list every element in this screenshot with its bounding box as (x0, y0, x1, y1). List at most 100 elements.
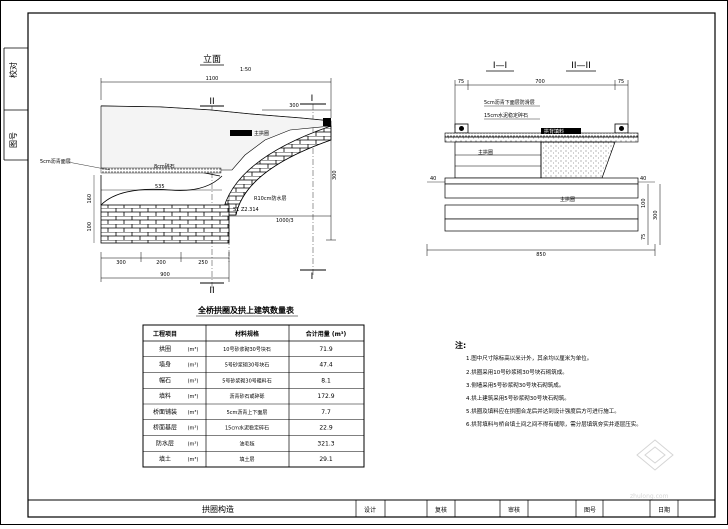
callout-gravel: 8cm碎石 (154, 163, 175, 170)
table-cell-item: 防水层 (156, 439, 174, 447)
callout-asphalt-section: 5cm沥青下面层防滑层 (484, 99, 535, 106)
dim-right-top: 300 (289, 103, 299, 109)
deck-base (444, 136, 639, 143)
table-header-qty: 合计用量 (m³) (306, 330, 347, 338)
dim-bottom-seg-3: 250 (198, 260, 208, 266)
dim-left-h: 160 (87, 194, 93, 204)
table-cell-unit: (m³) (188, 441, 199, 447)
title-review: 审核 (508, 506, 520, 514)
table-cell-qty: 321.3 (317, 440, 334, 447)
table-cell-spec: 5号砂浆砌30号块石 (225, 362, 270, 369)
dim-right-h: 300 (332, 170, 338, 180)
title-block: 拱圈构造 设计 复核 审核 图号 日期 (28, 499, 715, 517)
table-cell-spec: 填土层 (239, 456, 254, 463)
callout-main-arch-tag (230, 130, 252, 136)
table-cell-unit: (m³) (188, 347, 199, 353)
note-3: 3.侧墙采用5号砂浆砌30号块石砌筑成。 (466, 381, 564, 389)
side-label-drawing-no: 图号 (9, 132, 18, 148)
title-drawing-name: 拱圈构造 (202, 504, 234, 514)
section-title-i: I—I (493, 61, 507, 71)
callout-asphalt: 5cm沥青面层 (40, 158, 71, 165)
watermark-logo-icon (636, 439, 674, 471)
table-cell-item: 墙身 (159, 361, 171, 369)
callout-main-arch-right: 主拱圈 (560, 196, 575, 203)
watermark: zhulong.com (630, 439, 674, 500)
title-date: 日期 (658, 506, 670, 514)
dim-section-top: 700 (535, 79, 545, 85)
table-cell-spec: 5号砂浆砌30号粗料石 (222, 377, 272, 384)
title-check: 复核 (435, 506, 447, 514)
dim-arch: 1000/3 (276, 218, 294, 224)
cross-section-view: I—I II—II 75 700 75 5cm沥青下面层防滑层 15cm水泥稳定… (426, 61, 661, 258)
dim-right-40: 40 (640, 176, 646, 182)
section-right-fill (540, 141, 616, 179)
pavement-layer (100, 167, 222, 174)
table-cell-unit: (m³) (188, 363, 199, 369)
dim-right-h-100: 100 (641, 198, 647, 208)
note-5: 5.拱圈及填料应在拱圈合龙后并达到设计强度后方可进行施工。 (466, 407, 620, 415)
table-cell-unit: (m³) (188, 394, 199, 400)
note-4: 4.拱上建筑采用5号砂浆砌30号块石砌筑。 (466, 394, 570, 402)
dim-bottom-seg-1: 300 (116, 260, 126, 266)
abutment-layer-1 (444, 204, 639, 220)
quantity-table: 全桥拱圈及拱上建筑数量表 工程项目 材料规格 合计用量 (m³) 拱圈 (m³) 1… (142, 305, 365, 468)
dim-top: 1100 (206, 76, 219, 82)
callout-cement-gravel: 15cm水泥稳定碎石 (484, 112, 528, 119)
callout-main-arch-left: 主拱圈 (478, 149, 493, 156)
table-title: 全桥拱圈及拱上建筑数量表 (197, 305, 295, 315)
table-cell-item: 拱圈 (159, 345, 171, 353)
table-cell-item: 帽石 (159, 376, 171, 384)
fill-tag (541, 128, 581, 134)
side-stamp: 校对 图号 (3, 47, 28, 161)
watermark-text: zhulong.com (630, 493, 669, 500)
section-mark-ii-top: II (209, 97, 214, 107)
note-6: 6.拱背填料与桥台填土间之间不得有缝隙，需分层填筑夯实并逐层压实。 (466, 420, 642, 428)
table-header-item: 工程项目 (153, 330, 177, 338)
callout-waterproof: R10cm防水层 (254, 195, 286, 202)
table-cell-item: 桥面基层 (153, 424, 177, 432)
dim-left-h2: 100 (87, 222, 93, 232)
dim-span-left: 535 (155, 184, 165, 190)
dim-right-h-75: 75 (641, 234, 647, 240)
callout-elev: S1 Z2.314 (233, 207, 259, 213)
table-cell-qty: 172.9 (317, 393, 334, 400)
table-cell-qty: 8.1 (321, 377, 331, 384)
table-header-spec: 材料规格 (234, 330, 260, 338)
dim-right-h-300: 300 (653, 210, 659, 220)
title-design: 设计 (364, 506, 376, 514)
table-cell-qty: 22.9 (319, 425, 333, 432)
section-mark-i-bottom: I (311, 272, 314, 282)
notes-heading: 注: (455, 340, 466, 350)
dim-left-40: 40 (430, 176, 436, 182)
cap-stone-right (323, 118, 331, 126)
inner-border (27, 12, 716, 518)
table-cell-spec: 5cm沥青上下面层 (227, 409, 268, 416)
dim-side-right: 75 (618, 79, 624, 85)
table-cell-unit: (m³) (188, 378, 199, 384)
table-cell-item: 填料 (159, 392, 171, 400)
table-cell-item: 桥面铺装 (153, 408, 177, 416)
table-cell-item: 填土 (159, 455, 171, 463)
note-2: 2.拱圈采用10号砂浆砌30号块石砌筑成。 (466, 368, 568, 376)
notes-block: 注: 1.图中尺寸除标高以米计外，其余均以厘米为单位。 2.拱圈采用10号砂浆砌… (455, 340, 642, 428)
table-cell-qty: 71.9 (319, 346, 333, 353)
dim-bottom-total: 900 (160, 272, 170, 278)
table-cell-qty: 7.7 (321, 409, 331, 416)
table-cell-spec: 10号砂浆砌30号块石 (223, 346, 271, 353)
table-cell-spec: 沥青砂石或碎砾 (229, 393, 264, 400)
title-drawing-no: 图号 (584, 507, 596, 514)
arch-layer-main (444, 183, 639, 199)
section-left-body (454, 141, 542, 179)
note-1: 1.图中尺寸除标高以米计外，其余均以厘米为单位。 (466, 354, 592, 362)
side-label-check: 校对 (8, 62, 18, 78)
section-mark-ii-bottom: II (209, 286, 214, 296)
dim-section-bottom: 850 (536, 252, 546, 258)
callout-fill: 拱背填料 (544, 128, 564, 135)
table-cell-spec: 15cm水泥稳定碎石 (225, 425, 269, 432)
table-cell-unit: (m³) (188, 426, 199, 432)
table-cell-unit: (m³) (188, 457, 199, 463)
callout-main-arch: 主拱圈 (254, 130, 269, 137)
elevation-view: 立面 1:50 1100 II I 300 5 (40, 53, 338, 296)
elevation-title: 立面 (203, 53, 221, 65)
